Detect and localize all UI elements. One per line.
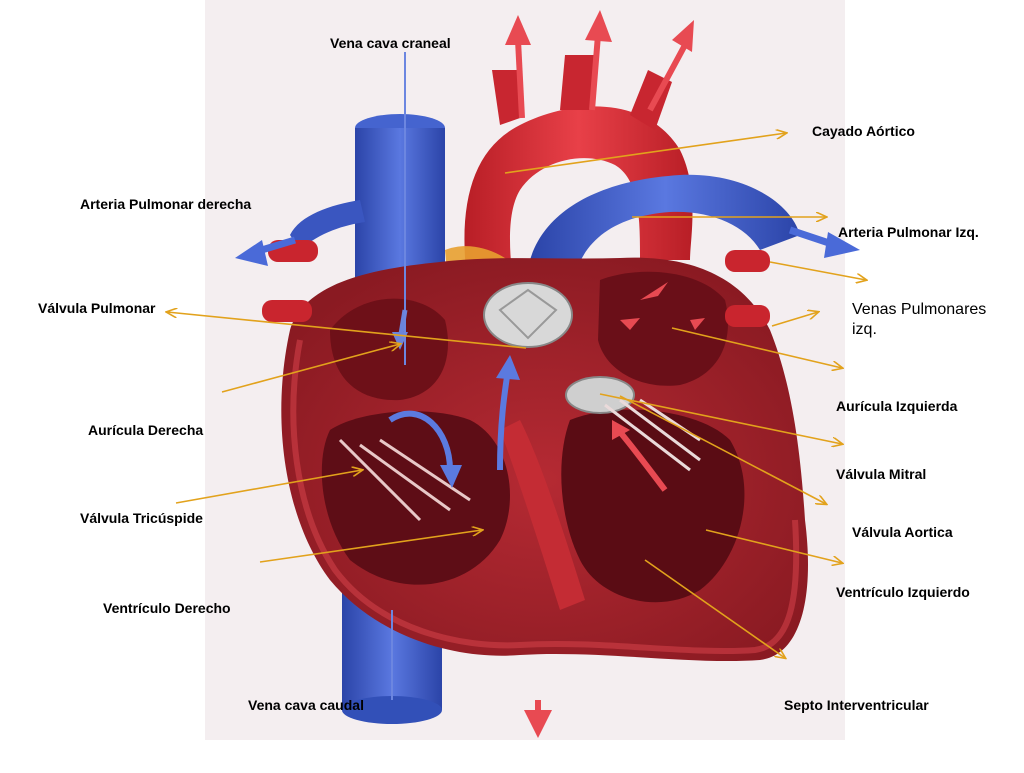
label-valvula-tricuspide: Válvula Tricúspide bbox=[80, 510, 203, 526]
leader-line-cayado bbox=[504, 133, 786, 174]
leader-line-venas-pulmonares-2 bbox=[771, 312, 818, 327]
label-auricula-izquierda: Aurícula Izquierda bbox=[836, 398, 958, 414]
label-cayado-aortico: Cayado Aórtico bbox=[812, 123, 915, 139]
label-venas-pulmonares-line1: Venas Pulmonares bbox=[852, 301, 987, 318]
pulmonary-artery-shape bbox=[290, 174, 800, 275]
leader-line-auricula-izquierda bbox=[671, 327, 842, 368]
label-venas-pulmonares-line2: izq. bbox=[852, 321, 877, 338]
label-vena-cava-craneal: Vena cava craneal bbox=[330, 35, 451, 51]
label-vena-cava-caudal: Vena cava caudal bbox=[248, 697, 364, 713]
label-auricula-derecha: Aurícula Derecha bbox=[88, 422, 204, 438]
heart-body bbox=[281, 257, 808, 662]
leader-line-valvula-tricuspide bbox=[175, 470, 362, 504]
label-ventriculo-derecho: Ventrículo Derecho bbox=[103, 600, 231, 616]
label-venas-pulmonares: Venas Pulmonares izq. bbox=[852, 300, 986, 340]
leader-line-valvula-aortica bbox=[619, 395, 826, 504]
label-valvula-pulmonar: Válvula Pulmonar bbox=[38, 300, 156, 316]
leader-line-auricula-derecha bbox=[221, 344, 400, 393]
leader-line-septo bbox=[644, 559, 785, 658]
leader-line-venas-pulmonares-1 bbox=[769, 261, 866, 280]
label-arteria-pulmonar-derecha: Arteria Pulmonar derecha bbox=[80, 196, 252, 212]
label-valvula-mitral: Válvula Mitral bbox=[836, 466, 927, 482]
label-septo-interventricular: Septo Interventricular bbox=[784, 697, 929, 713]
label-arteria-pulmonar-izq: Arteria Pulmonar Izq. bbox=[838, 224, 979, 240]
vena-cava-craneal-shape bbox=[355, 114, 445, 288]
leader-lines bbox=[167, 133, 866, 658]
label-ventriculo-izquierdo: Ventrículo Izquierdo bbox=[836, 584, 970, 600]
label-valvula-aortica: Válvula Aortica bbox=[852, 524, 953, 540]
leader-line-valvula-pulmonar bbox=[167, 312, 527, 349]
leader-line-ventriculo-derecho bbox=[259, 530, 482, 563]
leader-line-ventriculo-izquierdo bbox=[705, 529, 842, 563]
leader-line-valvula-mitral bbox=[599, 393, 842, 444]
